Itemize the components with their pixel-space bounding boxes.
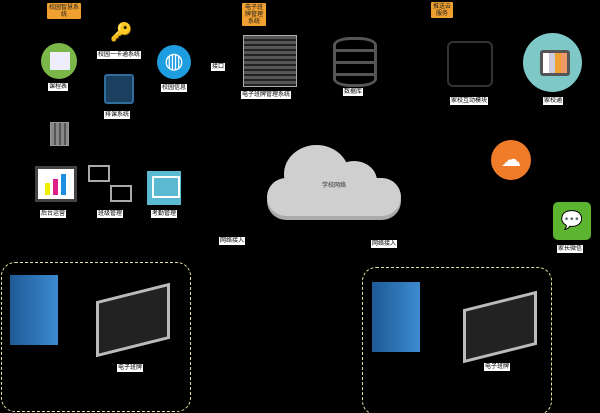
attendance-icon [147,171,181,205]
tv-label: 家校通 [543,97,564,105]
chart-monitor-icon [35,166,77,202]
building-icon [372,282,420,352]
network-label: 学校网络 [321,182,346,189]
info-label: 校园信息 [161,84,188,92]
board-left-label: 电子班牌 [117,364,144,372]
access-left-label: 网络接入 [219,237,246,245]
network-monitors-icon [88,165,132,203]
globe-icon: ◍ [157,45,191,79]
server-label: 电子班牌管理系统 [241,91,292,99]
board-right-label: 电子班牌 [484,363,511,371]
chat-module-icon [447,41,493,87]
school-network-cloud: 学校网络 [267,145,401,220]
course-label: 课程表 [48,83,69,91]
push-cloud-tag: 推送云服务 [431,2,453,18]
classmgmt-label: 班级管理 [97,210,124,218]
database-label: 数据库 [343,88,364,96]
attendance-label: 考勤管理 [151,210,178,218]
eclass-system-tag: 电子班牌管理系统 [242,3,266,26]
calendar-icon [104,74,134,104]
tv-icon [523,33,582,92]
card-label: 校园一卡通系统 [97,51,142,59]
key-user-icon: 🔑 [110,22,133,43]
keypad-icon [50,122,69,146]
campus-system-tag: 校园智慧系统 [47,3,81,19]
parent-label: 家长微信 [557,245,584,253]
homeschool-label: 家校互动模块 [450,97,489,105]
wechat-icon: 💬 [553,202,591,240]
schedule-label: 排课系统 [104,111,131,119]
interface-label: 接口 [211,63,226,71]
course-icon [41,43,77,79]
backend-label: 后台运营 [40,210,67,218]
server-icon [243,35,297,87]
database-icon [333,37,377,87]
classroom-right-group [362,267,552,413]
building-icon [10,275,58,345]
push-cloud-icon: ☁ [491,140,531,180]
classroom-left-group [1,262,191,412]
access-right-label: 网络接入 [371,240,398,248]
